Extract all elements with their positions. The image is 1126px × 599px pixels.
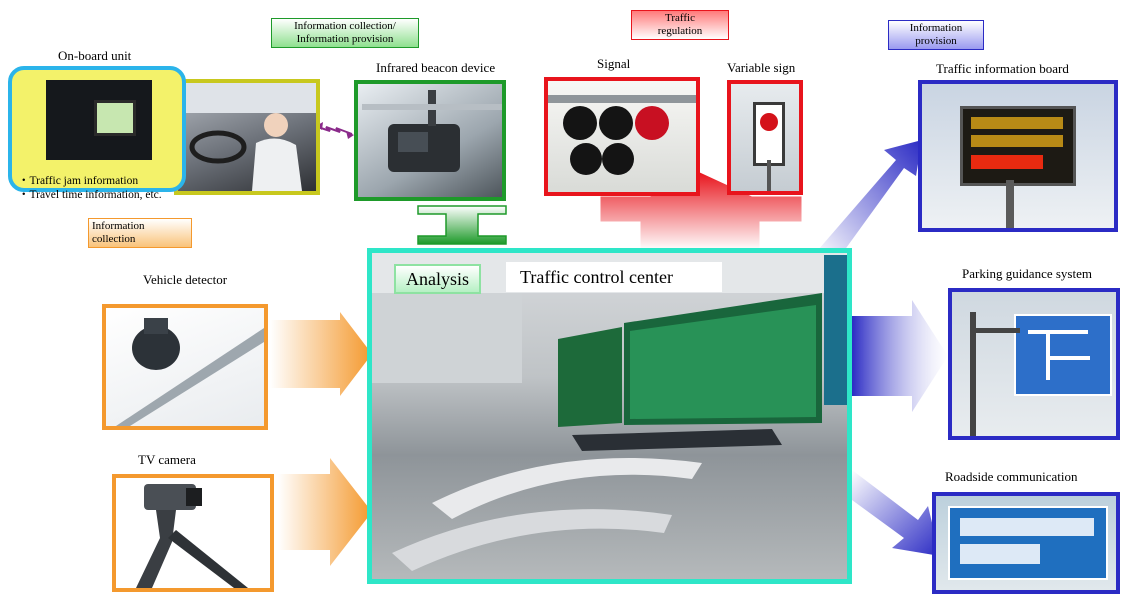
list-item: Travel time information, etc. — [18, 188, 162, 202]
label-on-board-unit: On-board unit — [58, 48, 132, 63]
driver-icon — [178, 83, 316, 191]
tv-camera-photo — [112, 474, 274, 592]
traffic-control-center-title: Traffic control center — [506, 262, 722, 292]
on-board-unit-callout: Traffic jam information Travel time info… — [8, 66, 186, 201]
variable-sign-icon — [753, 102, 785, 166]
label-tv-camera: TV camera — [138, 452, 196, 467]
led-board-icon — [960, 106, 1076, 186]
tag-traffic-regulation: Traffic regulation — [631, 10, 729, 40]
label-roadside-communication: Roadside communication — [945, 469, 1078, 484]
traffic-light-icon — [548, 95, 696, 175]
blue-arrow-down — [852, 470, 940, 556]
radio-sign-icon — [948, 506, 1108, 580]
tag-info-collection-provision: Information collection/ Information prov… — [271, 18, 419, 48]
detector-sensor-icon — [116, 318, 264, 426]
tag-information-collection: Information collection — [88, 218, 192, 248]
beacon-device-icon — [362, 90, 502, 172]
label-infrared-beacon: Infrared beacon device — [376, 60, 496, 75]
traffic-info-board-photo — [918, 80, 1118, 232]
parking-guidance-photo — [948, 288, 1120, 440]
label-variable-sign: Variable sign — [727, 60, 796, 75]
orange-arrow-1 — [270, 312, 372, 396]
traffic-control-center-photo — [367, 248, 852, 584]
label-vehicle-detector: Vehicle detector — [143, 272, 228, 287]
camera-icon — [136, 484, 248, 588]
navigation-screen-icon — [94, 100, 136, 136]
analysis-badge: Analysis — [394, 264, 481, 294]
blue-arrow-up — [818, 140, 922, 262]
tag-information-provision: Information provision — [888, 20, 984, 50]
variable-sign-photo — [727, 80, 803, 195]
traffic-signal-photo — [544, 77, 700, 196]
wireless-link-icon — [317, 126, 353, 135]
label-traffic-info-board: Traffic information board — [936, 61, 1069, 76]
in-car-photo — [174, 79, 320, 195]
blue-arrow-right — [852, 300, 948, 412]
list-item: Traffic jam information — [18, 174, 162, 188]
orange-arrow-2 — [278, 458, 372, 566]
roadside-communication-photo — [932, 492, 1120, 594]
on-board-unit-info-list: Traffic jam information Travel time info… — [18, 174, 162, 202]
label-signal: Signal — [597, 56, 631, 71]
label-parking-guidance: Parking guidance system — [962, 266, 1092, 281]
on-board-unit-photo — [46, 80, 152, 160]
control-room-icon — [372, 253, 847, 571]
parking-sign-icon — [1014, 314, 1112, 396]
infrared-beacon-photo — [354, 80, 506, 201]
green-arrow — [417, 205, 507, 245]
vehicle-detector-photo — [102, 304, 268, 430]
